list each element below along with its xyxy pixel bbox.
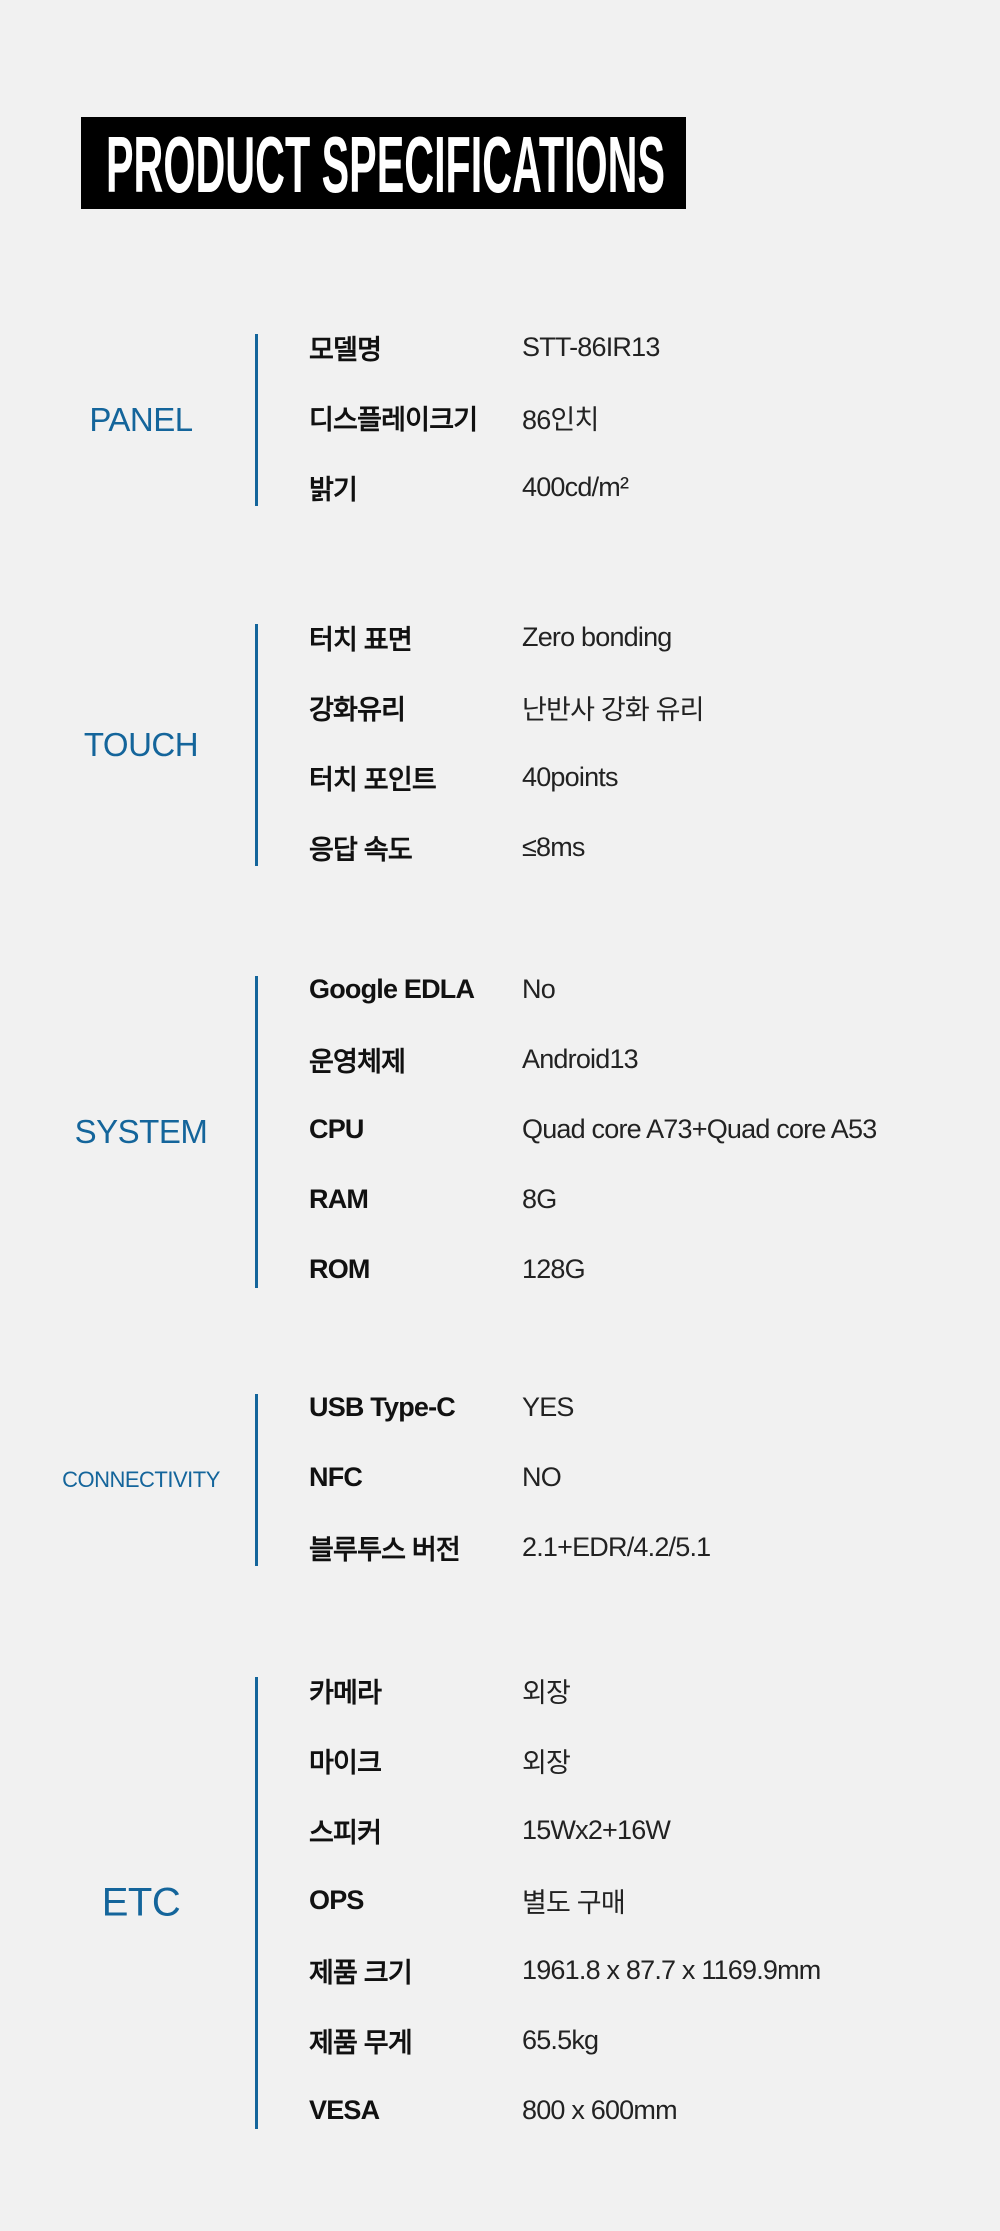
spec-row: 제품 무게 65.5kg [0, 2005, 1000, 2075]
spec-row: 밝기 400cd/m² [0, 452, 1000, 522]
spec-value: 128G [522, 1253, 586, 1284]
spec-value: No [522, 973, 556, 1004]
spec-value: 8G [522, 1183, 557, 1214]
spec-key: ROM [309, 1253, 370, 1284]
spec-row: 카메라 외장 [0, 1655, 1000, 1725]
spec-value: 800 x 600mm [522, 2094, 678, 2125]
spec-section-connectivity: CONNECTIVITY USB Type-C YES NFC NO 블루투스 버전 2.1… [0, 1372, 1000, 1582]
spec-key: 카메라 [309, 1677, 382, 1708]
spec-key: 블루투스 버전 [309, 1534, 461, 1565]
spec-key: 마이크 [309, 1747, 382, 1778]
section-divider [255, 1394, 258, 1566]
spec-value: YES [522, 1391, 574, 1422]
spec-key: 터치 포인트 [309, 764, 437, 795]
spec-value: 400cd/m² [522, 471, 629, 502]
section-divider [255, 334, 258, 506]
spec-value: Android13 [522, 1043, 639, 1074]
spec-value: 외장 [522, 1677, 571, 1708]
spec-key: VESA [309, 2094, 380, 2125]
spec-key: 모델명 [309, 334, 382, 365]
spec-row: 제품 크기 1961.8 x 87.7 x 1169.9mm [0, 1935, 1000, 2005]
spec-key: 응답 속도 [309, 834, 413, 865]
spec-value: 2.1+EDR/4.2/5.1 [522, 1531, 711, 1562]
spec-value: NO [522, 1461, 562, 1492]
spec-value: Zero bonding [522, 621, 672, 652]
spec-row: 디스플레이크기 86인치 [0, 382, 1000, 452]
section-label: PANEL [89, 401, 193, 438]
spec-key: USB Type-C [309, 1391, 456, 1422]
section-label: SYSTEM [74, 1113, 208, 1150]
spec-row: 응답 속도 ≤8ms [0, 812, 1000, 882]
spec-key: 스피커 [309, 1817, 382, 1848]
section-label: ETC [101, 1880, 181, 1925]
spec-row: ROM 128G [0, 1234, 1000, 1304]
spec-key: 밝기 [309, 474, 358, 505]
section-divider [255, 1677, 258, 2129]
spec-value: 86인치 [522, 404, 599, 435]
spec-key: 강화유리 [309, 694, 406, 725]
spec-value: 65.5kg [522, 2024, 599, 2055]
spec-key: 제품 크기 [309, 1957, 413, 1988]
spec-key: 디스플레이크기 [309, 404, 478, 435]
spec-value: 1961.8 x 87.7 x 1169.9mm [522, 1954, 821, 1985]
spec-key: NFC [309, 1461, 363, 1492]
spec-key: 터치 표면 [309, 624, 413, 655]
spec-row: 터치 포인트 40points [0, 742, 1000, 812]
spec-key: 운영체제 [309, 1046, 406, 1077]
page-title: PRODUCT SPECIFICATIONS [106, 120, 665, 209]
spec-key: Google EDLA [309, 973, 475, 1004]
section-divider [255, 976, 258, 1288]
spec-key: CPU [309, 1113, 364, 1144]
spec-row: 터치 표면 Zero bonding [0, 602, 1000, 672]
spec-row: 스피커 15Wx2+16W [0, 1795, 1000, 1865]
spec-value: 15Wx2+16W [522, 1814, 671, 1845]
spec-row: 마이크 외장 [0, 1725, 1000, 1795]
section-label: CONNECTIVITY [62, 1467, 220, 1492]
spec-row: USB Type-C YES [0, 1372, 1000, 1442]
spec-row: 모델명 STT-86IR13 [0, 312, 1000, 382]
spec-key: 제품 무게 [309, 2027, 413, 2058]
spec-value: STT-86IR13 [522, 331, 660, 362]
spec-row: VESA 800 x 600mm [0, 2075, 1000, 2145]
spec-key: RAM [309, 1183, 369, 1214]
spec-value: 난반사 강화 유리 [522, 694, 704, 725]
spec-key: OPS [309, 1884, 364, 1915]
spec-row: 블루투스 버전 2.1+EDR/4.2/5.1 [0, 1512, 1000, 1582]
spec-row: Google EDLA No [0, 954, 1000, 1024]
spec-value: 40points [522, 761, 618, 792]
page-title-banner: PRODUCT SPECIFICATIONS [81, 117, 686, 209]
spec-row: NFC NO [0, 1442, 1000, 1512]
spec-row: 강화유리 난반사 강화 유리 [0, 672, 1000, 742]
spec-value: Quad core A73+Quad core A53 [522, 1113, 877, 1144]
spec-row: CPU Quad core A73+Quad core A53 [0, 1094, 1000, 1164]
spec-row: RAM 8G [0, 1164, 1000, 1234]
page-title-svg: PRODUCT SPECIFICATIONS [106, 120, 665, 209]
spec-value: ≤8ms [522, 831, 585, 862]
section-label: TOUCH [83, 726, 199, 763]
section-divider [255, 624, 258, 866]
spec-row: OPS 별도 구매 [0, 1865, 1000, 1935]
spec-value: 별도 구매 [522, 1887, 626, 1918]
spec-row: 운영체제 Android13 [0, 1024, 1000, 1094]
spec-value: 외장 [522, 1747, 571, 1778]
